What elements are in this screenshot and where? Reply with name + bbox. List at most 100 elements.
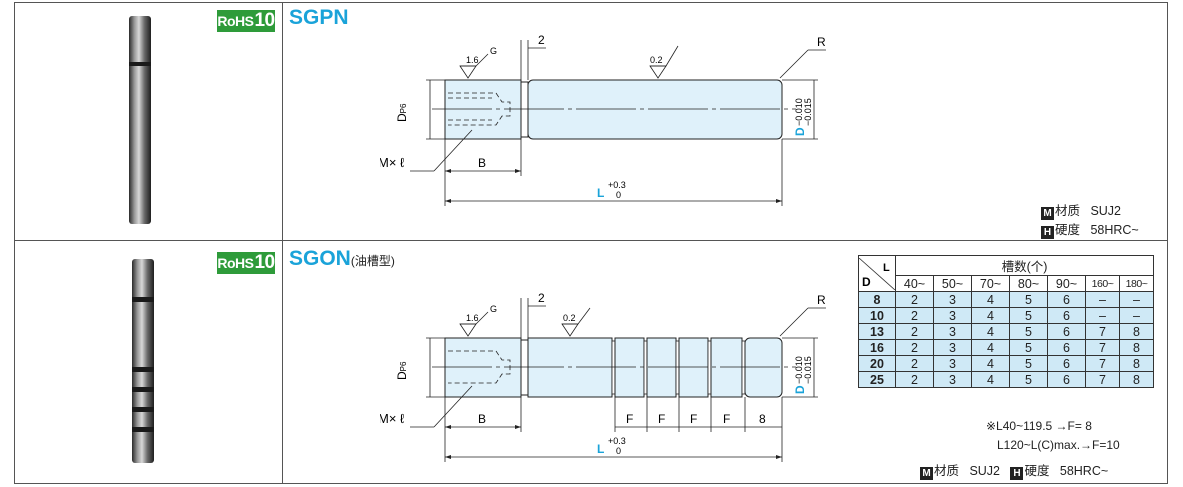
dim-g: G <box>490 46 497 56</box>
note-f-short: ※L40~119.5 →F= 8 <box>986 419 1092 433</box>
column-header: 40~ <box>895 275 934 292</box>
groove-count-cell: 7 <box>1085 339 1120 356</box>
dim-d-tol-upper: −0.010 <box>794 356 804 384</box>
row-divider <box>14 240 1168 241</box>
dim-mxl: M× ℓ <box>380 411 405 426</box>
sgpn-technical-drawing: 1.6 G 2 0.2 R DP6 D −0.010 −0.015 B M× ℓ… <box>380 33 826 206</box>
groove-count-header: 槽数(个) <box>895 255 1154 276</box>
roughness-0-2: 0.2 <box>650 55 663 65</box>
groove-count-cell: 3 <box>933 371 972 388</box>
groove-count-cell: – <box>1085 307 1120 324</box>
groove-count-cell: 6 <box>1047 323 1086 340</box>
column-header: 160~ <box>1085 275 1120 292</box>
svg-text:D: D <box>862 275 871 289</box>
product-title-sgon: SGON(油槽型) <box>289 247 395 270</box>
column-header: 70~ <box>971 275 1010 292</box>
groove-count-cell: 2 <box>895 355 934 372</box>
dim-2: 2 <box>538 33 545 47</box>
column-header: 90~ <box>1047 275 1086 292</box>
groove-count-cell: 3 <box>933 307 972 324</box>
groove-count-cell: 5 <box>1009 355 1048 372</box>
material-icon: M <box>920 467 933 480</box>
note-f-long: L120~L(C)max.→F=10 <box>997 438 1120 452</box>
row-diameter: 16 <box>858 339 896 356</box>
hardness-icon: H <box>1041 226 1054 239</box>
groove-count-cell: – <box>1119 307 1154 324</box>
column-header: 80~ <box>1009 275 1048 292</box>
groove-count-cell: 3 <box>933 291 972 308</box>
groove-count-cell: 2 <box>895 307 934 324</box>
dim-f-1: F <box>626 412 633 426</box>
groove-count-cell: 4 <box>971 323 1010 340</box>
dim-d: D <box>793 385 807 394</box>
groove-count-cell: 2 <box>895 371 934 388</box>
dim-d-tol-lower: −0.015 <box>803 356 813 384</box>
sgon-technical-drawing: 1.6 G 2 0.2 R DP6 D −0.010 −0.015 B M× ℓ… <box>380 291 826 462</box>
dim-d-tol-upper: −0.010 <box>794 98 804 126</box>
groove-count-cell: 4 <box>971 291 1010 308</box>
roughness-1-6: 1.6 <box>466 313 479 323</box>
dim-mxl: M× ℓ <box>380 155 405 170</box>
dim-r: R <box>817 293 826 307</box>
hardness-icon: H <box>1010 467 1024 480</box>
groove-count-cell: 2 <box>895 291 934 308</box>
groove-count-cell: 2 <box>895 339 934 356</box>
groove-count-cell: 4 <box>971 339 1010 356</box>
groove-count-cell: 8 <box>1119 355 1154 372</box>
groove-count-cell: 6 <box>1047 355 1086 372</box>
dim-g: G <box>490 304 497 314</box>
groove-count-cell: – <box>1085 291 1120 308</box>
groove-count-cell: 5 <box>1009 371 1048 388</box>
column-divider <box>282 2 283 484</box>
sgon-product-photo <box>132 259 154 463</box>
groove-count-cell: 3 <box>933 355 972 372</box>
row-diameter: 25 <box>858 371 896 388</box>
dim-b: B <box>478 412 486 426</box>
column-header: 50~ <box>933 275 972 292</box>
groove-count-cell: 5 <box>1009 339 1048 356</box>
groove-count-cell: – <box>1119 291 1154 308</box>
dim-d: D <box>793 127 807 136</box>
groove-count-cell: 8 <box>1119 339 1154 356</box>
groove-count-cell: 5 <box>1009 307 1048 324</box>
dim-f-3: F <box>690 412 697 426</box>
groove-count-cell: 4 <box>971 355 1010 372</box>
roughness-1-6: 1.6 <box>466 55 479 65</box>
dim-dp6: DP6 <box>395 361 409 380</box>
dim-b: B <box>478 156 486 170</box>
groove-count-cell: 7 <box>1085 323 1120 340</box>
groove-count-cell: 6 <box>1047 291 1086 308</box>
column-header: 180~ <box>1119 275 1154 292</box>
catalog-frame <box>14 2 1168 484</box>
sgpn-product-photo <box>129 16 151 224</box>
groove-count-cell: 7 <box>1085 355 1120 372</box>
dim-l: L <box>597 186 604 200</box>
material-icon: M <box>1041 207 1054 220</box>
groove-count-cell: 4 <box>971 307 1010 324</box>
dim-l-tol-upper: +0.3 <box>608 436 626 446</box>
dim-l-tol-lower: 0 <box>616 190 621 200</box>
corner-diagonal: D L <box>859 257 895 290</box>
row-diameter: 13 <box>858 323 896 340</box>
dim-r: R <box>817 35 826 49</box>
dim-dp6: DP6 <box>395 103 409 122</box>
groove-count-cell: 5 <box>1009 323 1048 340</box>
groove-count-cell: 3 <box>933 339 972 356</box>
dim-d-tol-lower: −0.015 <box>803 98 813 126</box>
roughness-0-2: 0.2 <box>563 313 576 323</box>
row-diameter: 20 <box>858 355 896 372</box>
svg-text:L: L <box>883 262 890 274</box>
groove-count-cell: 8 <box>1119 323 1154 340</box>
groove-count-cell: 5 <box>1009 291 1048 308</box>
groove-count-cell: 7 <box>1085 371 1120 388</box>
